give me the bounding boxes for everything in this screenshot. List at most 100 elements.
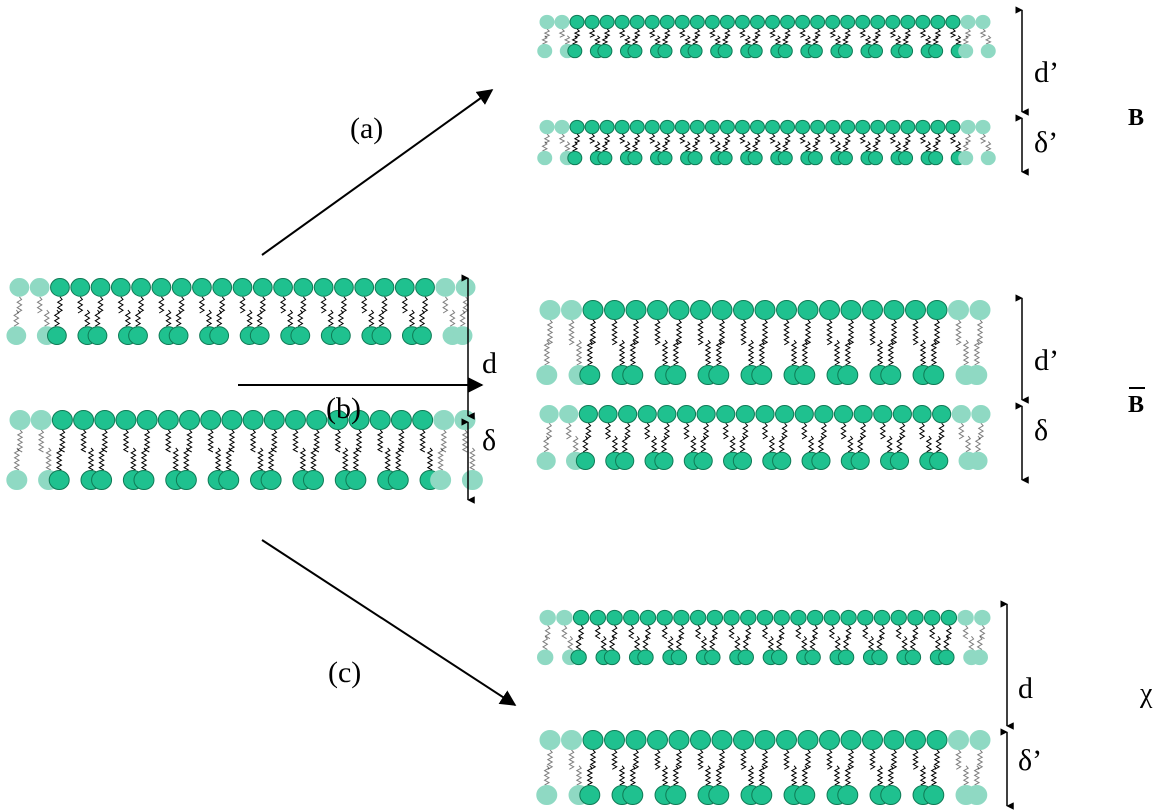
lipid-tail <box>801 422 808 440</box>
lipid-tail <box>633 635 641 651</box>
lipid-headgroup <box>797 300 819 320</box>
lipid-tail <box>611 435 619 453</box>
lipid-tail <box>887 765 895 786</box>
lipid-tail <box>684 35 691 45</box>
lipid-tail <box>327 309 334 327</box>
lipid-tail <box>611 319 618 346</box>
lipid-headgroup <box>898 43 914 59</box>
lipid-headgroup <box>665 365 687 385</box>
lipid-tail <box>924 141 932 152</box>
lipid-tail <box>207 429 214 453</box>
lipid-tail <box>256 309 263 327</box>
lipid-headgroup <box>765 119 781 135</box>
lipid-tail <box>879 422 886 440</box>
lipid-headgroup <box>915 14 931 30</box>
lipid-headgroup <box>539 14 555 30</box>
lipid-headgroup <box>825 119 841 135</box>
lipid-headgroup <box>29 277 50 297</box>
lipid-tail <box>667 635 674 651</box>
lipid-headgroup <box>374 277 395 297</box>
lipid-tail <box>776 635 783 651</box>
lipid-tail <box>594 141 601 152</box>
lipid-tail <box>565 422 572 440</box>
lipid-tail <box>693 28 701 38</box>
bilayer-chi-bottom <box>536 730 991 805</box>
lipid-tail <box>608 635 616 651</box>
lipid-headgroup <box>755 404 775 424</box>
lipid-tail <box>279 296 287 314</box>
lipid-tail <box>654 319 661 346</box>
lipid-tail <box>691 141 699 152</box>
lipid-tail <box>962 339 970 366</box>
lipid-headgroup <box>855 14 871 30</box>
lipid-tail <box>783 319 790 346</box>
bilayer-Bbar-top <box>536 300 991 385</box>
lipid-headgroup <box>461 470 483 490</box>
lipid-headgroup <box>958 150 974 166</box>
lipid-headgroup <box>905 730 926 750</box>
lipid-headgroup <box>567 150 583 166</box>
lipid-tail <box>976 319 984 346</box>
lipid-headgroup <box>957 609 974 626</box>
lipid-tail <box>984 35 992 45</box>
lipid-headgroup <box>711 300 733 320</box>
lipid-tail <box>603 28 611 38</box>
lipid-tail <box>694 133 701 144</box>
lipid-tail <box>807 435 815 453</box>
lipid-headgroup <box>912 404 932 424</box>
lipid-headgroup <box>209 326 230 346</box>
lipid-headgroup <box>868 150 884 166</box>
lipid-headgroup <box>136 410 158 430</box>
lipid-headgroup <box>749 14 765 30</box>
lipid-headgroup <box>776 300 797 320</box>
lipid-headgroup <box>794 785 816 805</box>
lipid-tail <box>919 133 927 144</box>
lipid-headgroup <box>810 119 826 135</box>
lipid-headgroup <box>806 609 824 626</box>
lipid-headgroup <box>536 649 554 666</box>
lipid-tail <box>842 141 849 152</box>
lipid-tail <box>604 422 612 440</box>
lipid-headgroup <box>128 326 148 346</box>
lipid-tail <box>13 309 20 327</box>
lipid-headgroup <box>773 609 790 626</box>
lipid-tail <box>644 625 652 640</box>
lipid-headgroup <box>561 730 582 750</box>
lipid-headgroup <box>345 470 367 490</box>
lipid-headgroup <box>354 277 375 297</box>
lipid-tail <box>624 35 631 45</box>
lipid-tail <box>80 429 87 453</box>
lipid-tail <box>977 422 985 440</box>
lipid-tail <box>721 35 729 45</box>
lipid-headgroup <box>693 451 713 471</box>
lipid-headgroup <box>665 785 687 805</box>
label-d-chi: d <box>1018 672 1033 705</box>
lipid-tail <box>973 765 981 786</box>
lipid-tail <box>814 133 821 144</box>
lipid-headgroup <box>91 470 113 490</box>
lipid-headgroup <box>539 404 559 424</box>
lipid-tail <box>844 765 852 786</box>
lipid-headgroup <box>570 649 587 666</box>
lipid-headgroup <box>284 410 306 430</box>
lipid-headgroup <box>719 14 735 30</box>
lipid-tail <box>542 635 549 651</box>
lipid-headgroup <box>647 300 668 320</box>
lipid-tail <box>378 309 385 327</box>
lipid-headgroup <box>969 300 991 320</box>
lipid-headgroup <box>951 404 971 424</box>
lipid-tail <box>728 625 735 640</box>
lipid-tail <box>761 749 769 770</box>
lipid-headgroup <box>687 150 703 166</box>
lipid-tail <box>271 429 278 453</box>
lipid-headgroup <box>980 150 996 166</box>
lipid-headgroup <box>536 451 556 471</box>
lipid-tail <box>833 765 841 786</box>
lipid-headgroup <box>589 609 607 626</box>
lipid-headgroup <box>907 609 924 626</box>
lipid-tail <box>675 635 683 651</box>
lipid-tail <box>799 28 806 38</box>
lipid-headgroup <box>754 730 776 750</box>
lipid-headgroup <box>971 649 988 666</box>
label-transition-b: (b) <box>326 392 361 425</box>
